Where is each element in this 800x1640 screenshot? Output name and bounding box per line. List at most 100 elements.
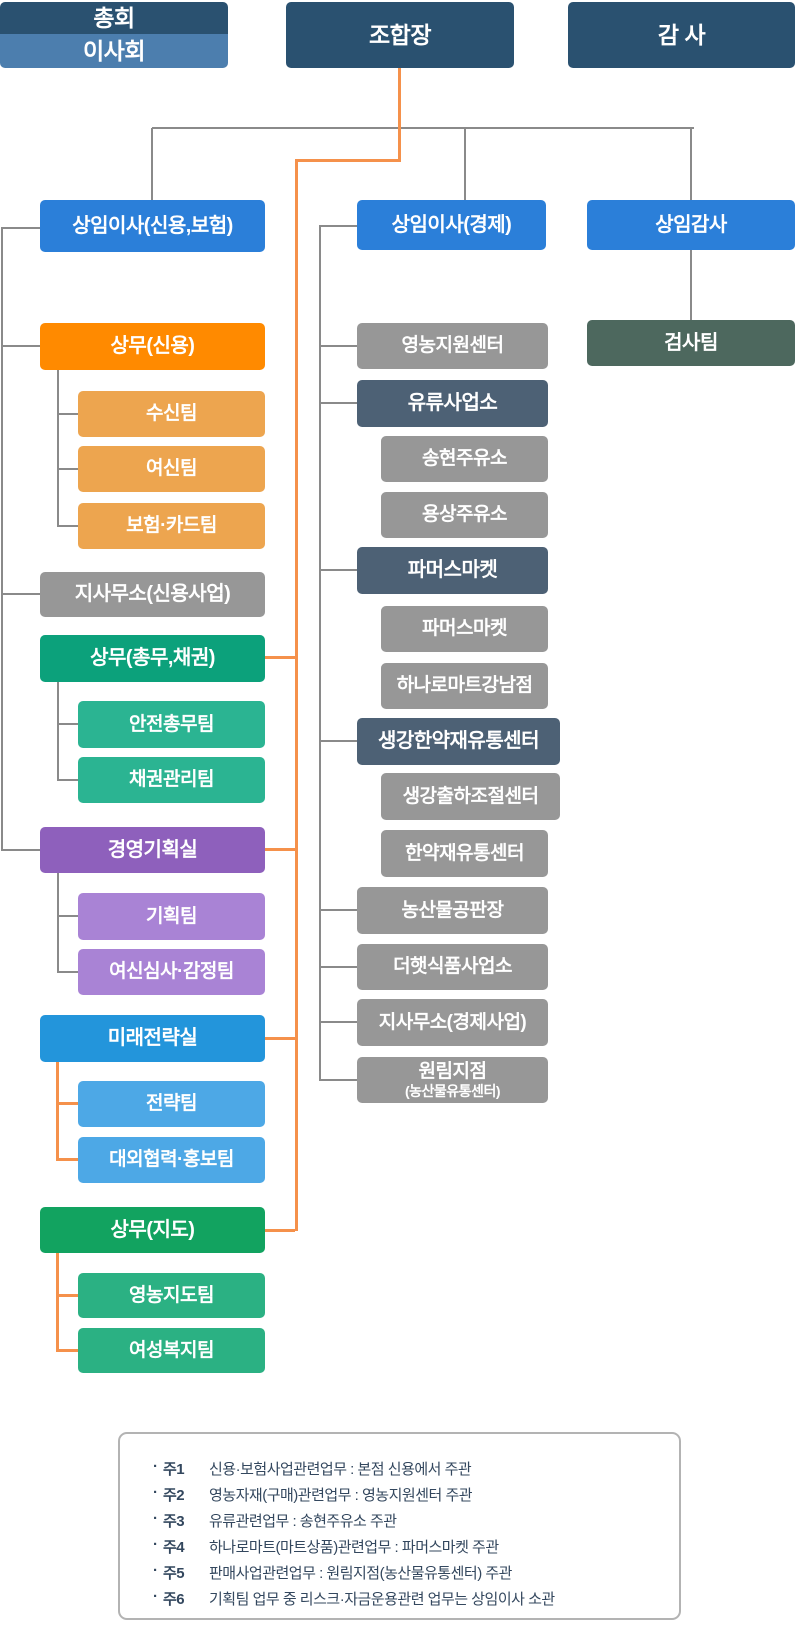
gray-connector-segment [319,225,321,1081]
orange-connector-segment [265,848,295,851]
box-farming-support-center: 영농지원센터 [357,323,548,369]
orange-connector-segment [56,1253,59,1352]
orange-connector-segment [265,1037,295,1040]
gray-connector-segment [320,569,357,571]
gray-connector-segment [151,128,153,200]
box-loan-review-appraisal-team: 여신심사·감정팀 [78,949,265,995]
box-label: 검사팀 [664,331,718,354]
orange-connector-segment [265,656,295,659]
gray-connector-segment [320,1021,357,1023]
note-text: 하나로마트(마트상품)관련업무 : 파머스마켓 주관 [209,1539,499,1556]
box-managing-director-credit: 상무(신용) [40,323,265,370]
note-row: · 주3 유류관련업무 : 송현주유소 주관 [153,1510,669,1536]
orange-connector-segment [56,1062,59,1161]
note-text: 신용·보험사업관련업무 : 본점 신용에서 주관 [209,1461,472,1478]
gray-connector-segment [58,723,78,725]
gray-connector-segment [320,1079,357,1081]
box-label: 생강한약재유통센터 [377,730,540,752]
box-label: 한약재유통센터 [405,842,524,864]
gray-connector-segment [58,779,78,781]
box-herb-distribution-center: 한약재유통센터 [381,830,548,877]
box-songhyeon-gas-station: 송현주유소 [381,436,548,482]
box-agricultural-products-market: 농산물공판장 [357,887,548,934]
note-bullet: · [153,1458,158,1475]
box-label: 생강출하조절센터 [402,785,539,807]
gray-connector-segment [57,370,59,527]
gray-connector-segment [57,873,59,973]
box-label: 상무(지도) [110,1218,195,1241]
gray-connector-segment [320,966,357,968]
gray-connector-segment [690,128,692,200]
box-hanaro-mart-gangnam: 하나로마트강남점 [381,663,548,709]
orange-connector-segment [58,1158,78,1161]
box-managing-director-guidance: 상무(지도) [40,1207,265,1253]
box-label: 이사회 [83,37,145,64]
gray-connector-segment [320,909,357,911]
box-management-planning-office: 경영기획실 [40,827,265,873]
note-row: · 주1 신용·보험사업관련업무 : 본점 신용에서 주관 [153,1458,669,1484]
box-yongsang-gas-station: 용상주유소 [381,492,548,538]
box-strategy-team: 전략팀 [78,1081,265,1127]
box-ginger-shipment-control-center: 생강출하조절센터 [381,773,560,820]
box-general-assembly: 총회 [0,2,228,34]
box-deposit-team: 수신팀 [78,391,265,437]
box-label: 미래전략실 [107,1027,198,1049]
box-branch-offices-credit: 지사무소(신용사업) [40,572,265,617]
gray-connector-segment [320,740,357,742]
box-loan-team: 여신팀 [78,446,265,492]
box-label: 영농지도팀 [129,1284,214,1306]
gray-connector-segment [58,915,78,917]
note-bullet: · [153,1510,158,1527]
gray-connector-segment [320,345,357,347]
note-text: 유류관련업무 : 송현주유소 주관 [209,1513,397,1530]
box-label: 송현주유소 [422,448,507,470]
gray-connector-segment [57,682,59,781]
box-farming-guidance-team: 영농지도팀 [78,1273,265,1318]
note-label: 주1 [163,1461,185,1478]
gray-connector-segment [320,225,357,227]
box-label: 여신팀 [146,458,197,480]
box-label: 조합장 [369,21,431,48]
gray-connector-segment [2,593,40,595]
box-planning-team: 기획팀 [78,893,265,940]
box-safety-general-affairs-team: 안전총무팀 [78,701,265,748]
gray-connector-segment [320,402,357,404]
box-label: 대외협력·홍보팀 [109,1149,234,1171]
box-label: 상임이사(신용,보험) [72,214,233,237]
box-label: 파머스마켓 [422,618,507,640]
box-insurance-card-team: 보험·카드팀 [78,503,265,549]
note-text: 기획팀 업무 중 리스크·자금운용관련 업무는 상임이사 소관 [209,1591,555,1608]
box-managing-director-general-bond: 상무(총무,채권) [40,635,265,682]
box-label: 안전총무팀 [129,713,214,735]
box-label: 원림지점 [418,1060,487,1082]
gray-connector-segment [58,468,78,470]
note-label: 주2 [163,1487,185,1504]
box-label: 전략팀 [146,1093,197,1115]
note-bullet: · [153,1536,158,1553]
box-label: 농산물공판장 [401,899,504,921]
box-farmers-market-store: 파머스마켓 [381,606,548,652]
orange-connector-segment [58,1294,78,1297]
box-label: 상임감사 [655,213,727,236]
orange-connector-segment [295,159,298,1231]
box-ginger-herb-distribution-center: 생강한약재유통센터 [357,718,560,765]
box-label: 경영기획실 [107,838,198,861]
orange-connector-segment [58,1102,78,1105]
box-label: 상임이사(경제) [391,213,512,236]
box-chairman: 조합장 [286,2,514,68]
box-womens-welfare-team: 여성복지팀 [78,1328,265,1373]
note-bullet: · [153,1588,158,1605]
orange-connector-segment [265,1229,295,1232]
box-branch-offices-economy: 지사무소(경제사업) [357,999,548,1046]
gray-connector-segment [58,525,78,527]
box-farmers-market: 파머스마켓 [357,547,548,594]
note-label: 주3 [163,1513,185,1530]
box-label: 지사무소(경제사업) [378,1011,527,1033]
orange-connector-segment [58,1349,78,1352]
